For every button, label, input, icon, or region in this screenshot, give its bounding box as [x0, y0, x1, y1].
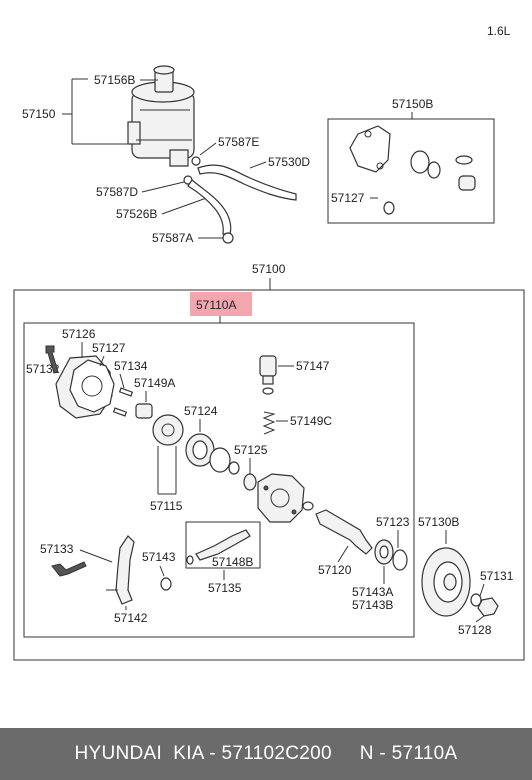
part-number-footer: HYUNDAI KIA - 571102C200 N - 57110A: [0, 728, 532, 780]
label-57120: 57120: [318, 563, 352, 577]
bracket-57142: [115, 535, 135, 605]
o-ring-b: [228, 461, 240, 475]
assembly-box-57110A: [23, 322, 415, 638]
label-57587E: 57587E: [218, 135, 259, 149]
engine-variant-label: 1.6L: [487, 24, 511, 38]
label-57135: 57135: [208, 581, 242, 595]
highlight-57110A: [190, 292, 252, 316]
kit-box-57150B: [327, 118, 495, 224]
label-57143B: 57143B: [352, 598, 393, 612]
clamp-57587E: [191, 156, 201, 166]
label-57134: 57134: [114, 359, 148, 373]
pump-body: [257, 473, 305, 523]
o-ring-57143: [160, 577, 172, 591]
nut-57128: [477, 597, 499, 617]
label-57127-kit: 57127: [331, 191, 365, 205]
label-57143: 57143: [142, 550, 176, 564]
label-57142: 57142: [114, 611, 148, 625]
label-57110A: 57110A: [196, 298, 236, 312]
rotor-57115: [152, 414, 184, 446]
spring-57149C: [262, 411, 276, 435]
label-57131: 57131: [480, 569, 514, 583]
label-57587A: 57587A: [152, 231, 193, 245]
label-57143A: 57143A: [352, 585, 393, 599]
label-57128: 57128: [458, 623, 492, 637]
label-57526B: 57526B: [116, 207, 157, 221]
label-57150: 57150: [22, 107, 56, 121]
label-57149C: 57149C: [290, 414, 332, 428]
hose-57526B: [187, 179, 232, 235]
label-57530D: 57530D: [268, 155, 310, 169]
label-57148B: 57148B: [212, 555, 253, 569]
bushing-57149A: [135, 403, 153, 419]
fitting-57147: [259, 355, 277, 377]
label-57150B: 57150B: [392, 97, 433, 111]
label-57124: 57124: [184, 404, 218, 418]
pin-57134-b: [112, 407, 128, 417]
label-57133: 57133: [40, 542, 74, 556]
seal-57125: [243, 473, 257, 491]
label-57127: 57127: [92, 341, 126, 355]
label-57125: 57125: [234, 443, 268, 457]
bolt-57133: [51, 561, 87, 577]
pin-57134-a: [118, 387, 134, 397]
label-57123: 57123: [376, 515, 410, 529]
o-ring-a: [209, 447, 231, 473]
label-57147: 57147: [296, 359, 330, 373]
gasket-57127-kit: [349, 125, 391, 173]
label-57115: 57115: [150, 499, 183, 513]
label-57126: 57126: [62, 327, 96, 341]
label-57149A: 57149A: [134, 376, 175, 390]
snap-ring-57123: [392, 549, 408, 571]
assembly-box-57100: [13, 289, 525, 661]
hose-57530D: [197, 164, 297, 201]
clamp-57587A: [222, 232, 234, 244]
gasket-57127: [69, 359, 115, 413]
valve-box-57135: [185, 521, 261, 569]
valve-57148B: [195, 529, 251, 561]
label-57156B: 57156B: [94, 73, 135, 87]
reservoir-assembly: [127, 65, 195, 167]
label-57130B: 57130B: [418, 515, 459, 529]
label-57100: 57100: [252, 262, 286, 276]
label-57587D: 57587D: [96, 185, 138, 199]
parts-diagram: 1.6L 57156B 57150 57587E 57530D 57587D 5…: [13, 24, 525, 661]
washer-57131: [470, 593, 482, 607]
shaft-57120: [315, 509, 373, 555]
bolt-57132: [45, 345, 59, 374]
